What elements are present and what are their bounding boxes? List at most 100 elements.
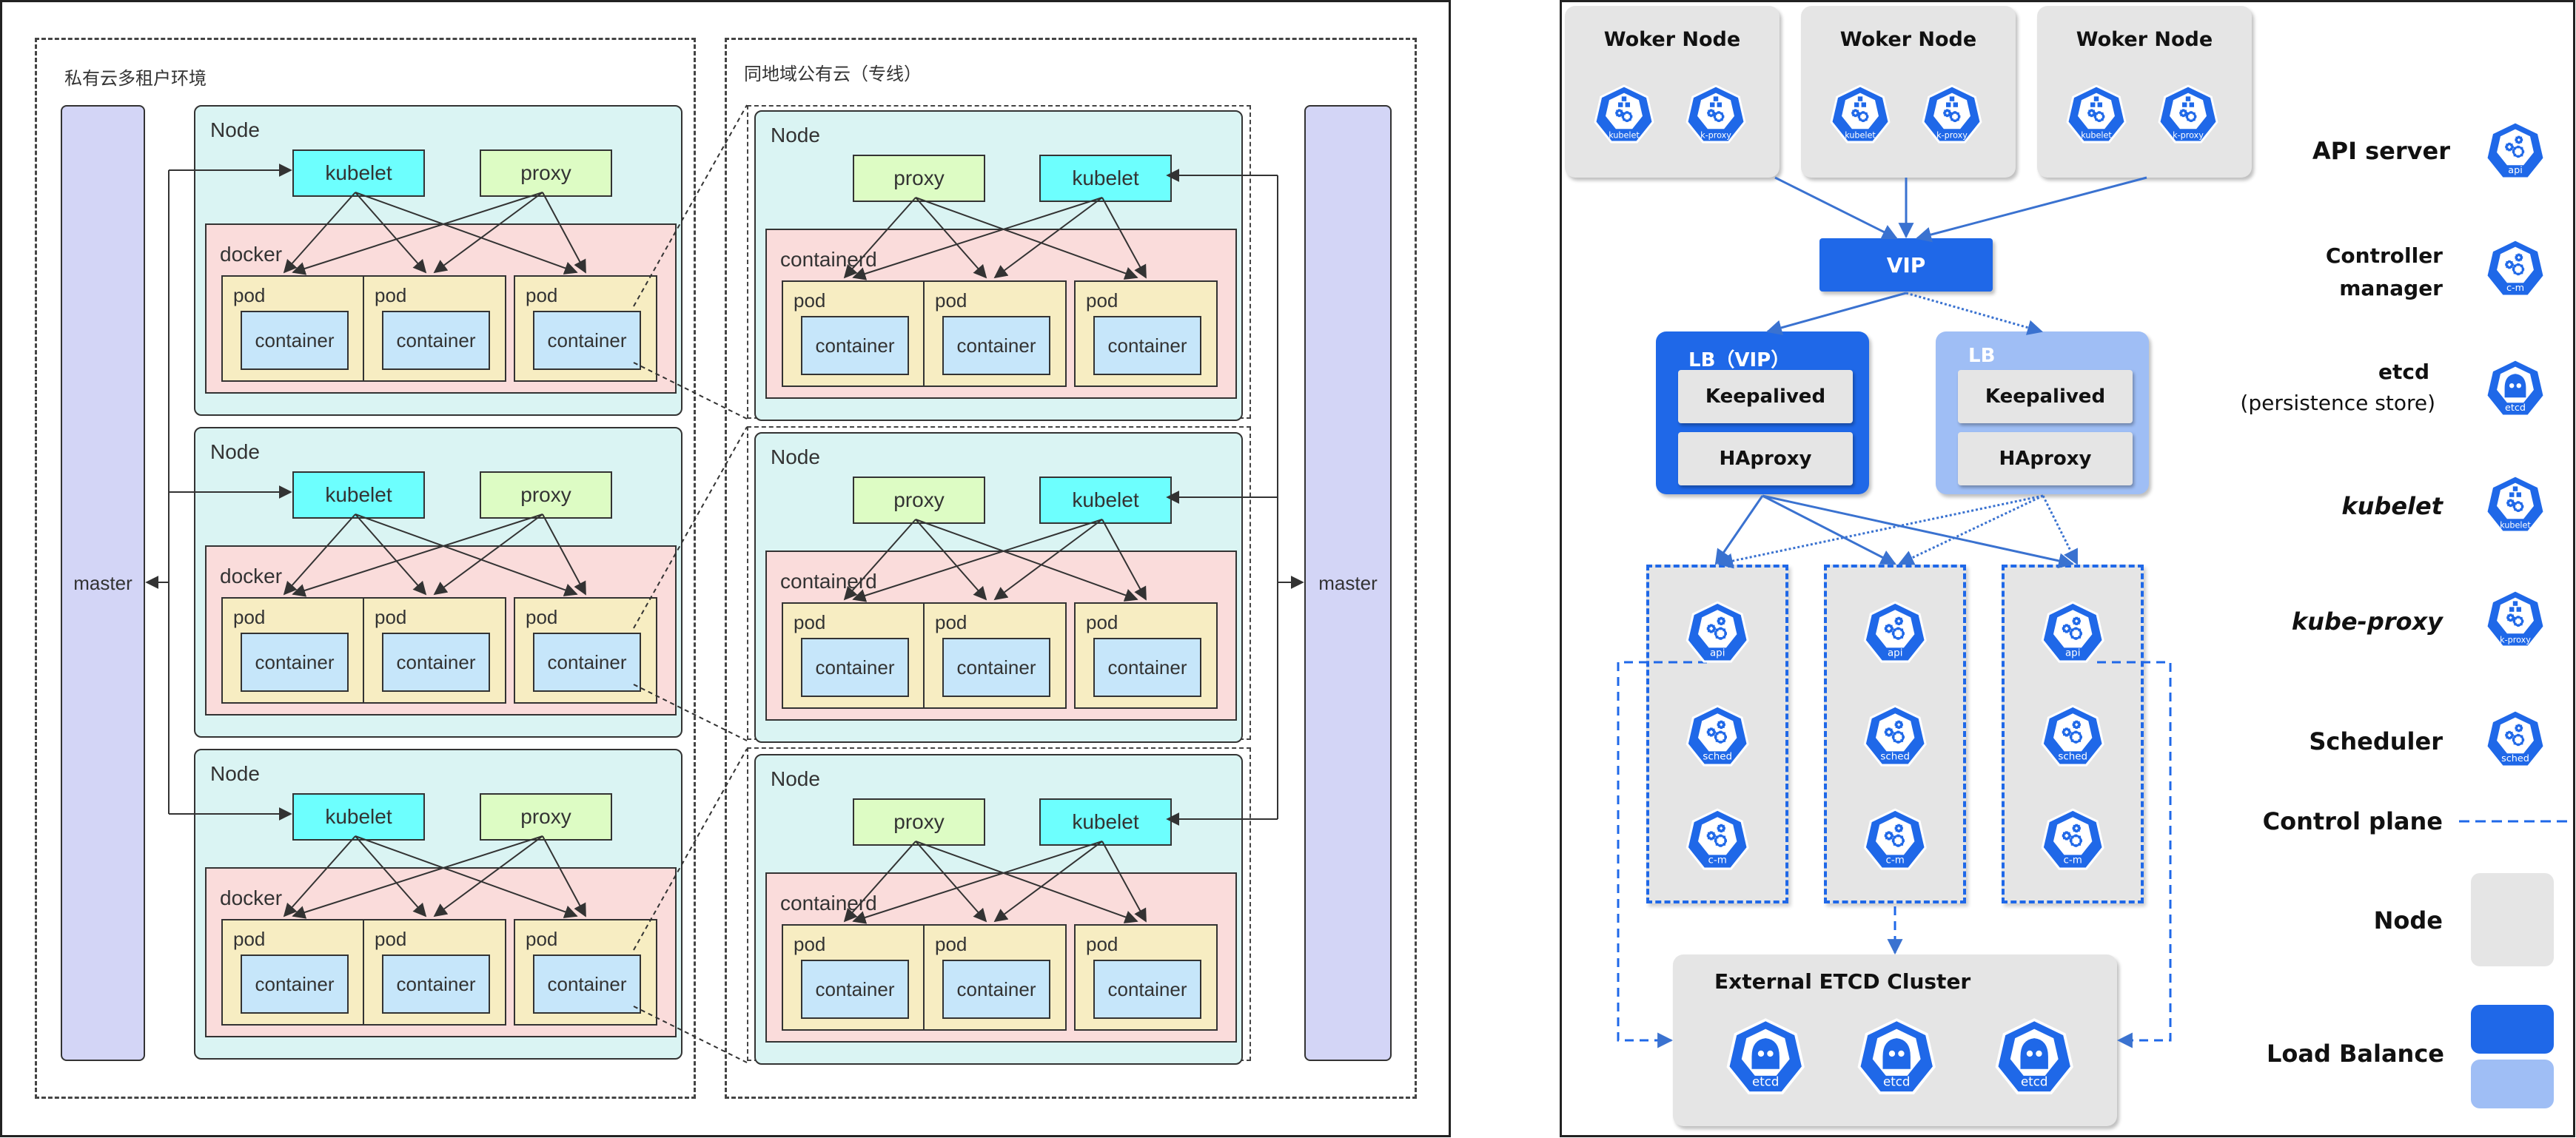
container-box: container xyxy=(533,954,641,1014)
kubelet-icon: kubelet xyxy=(2485,474,2546,533)
pod-box: pod container xyxy=(363,275,506,382)
legend-kubelet-label: kubelet xyxy=(2341,492,2443,520)
c-m-icon: c-m xyxy=(1863,808,1927,870)
svg-text:k-proxy: k-proxy xyxy=(1936,130,1968,140)
kubelet-box: kubelet xyxy=(292,149,425,197)
legend-cm-line1: Controller xyxy=(2325,243,2443,268)
legend-etcd-sub: (persistence store) xyxy=(2240,391,2435,415)
container-box: container xyxy=(801,960,909,1019)
master-label: master xyxy=(1318,571,1378,594)
pod-box: pod container xyxy=(221,597,365,704)
etcd-icon: etcd xyxy=(1995,1017,2073,1094)
svg-text:etcd: etcd xyxy=(2021,1074,2047,1088)
pod-box: pod container xyxy=(514,919,657,1026)
pod-label: pod xyxy=(935,933,967,955)
node-box: Node kubelet proxy containerd pod contai… xyxy=(754,110,1243,421)
container-box: container xyxy=(942,316,1050,375)
worker-node-title: Woker Node xyxy=(2076,28,2213,51)
svg-text:c-m: c-m xyxy=(2506,283,2524,294)
runtime-label: docker xyxy=(220,243,283,266)
kubelet-icon: kubelet xyxy=(2066,84,2127,144)
runtime-label: docker xyxy=(220,565,283,587)
kubelet-box: kubelet xyxy=(1039,155,1172,202)
etcd-icon: etcd xyxy=(1857,1017,1936,1094)
container-box: container xyxy=(241,633,349,692)
node-label: Node xyxy=(771,445,820,468)
node-box: Node kubelet proxy containerd pod contai… xyxy=(754,754,1243,1065)
legend-control-plane-label: Control plane xyxy=(2262,807,2443,835)
pod-box: pod container xyxy=(514,275,657,382)
svg-text:etcd: etcd xyxy=(1752,1074,1779,1088)
svg-text:etcd: etcd xyxy=(1883,1074,1910,1088)
private-cloud-label: 私有云多租户环境 xyxy=(64,68,207,89)
container-box: container xyxy=(533,311,641,370)
proxy-box: proxy xyxy=(853,155,985,202)
k-proxy-icon: k-proxy xyxy=(1922,84,1982,144)
lb-active: LB（VIP） Keepalived HAproxy xyxy=(1656,331,1869,494)
svg-text:k-proxy: k-proxy xyxy=(1700,130,1731,140)
pod-label: pod xyxy=(375,928,407,950)
api-icon: api xyxy=(2485,121,2546,180)
etcd-cluster-title: External ETCD Cluster xyxy=(1714,969,1971,994)
legend-lb-active-swatch xyxy=(2471,1005,2554,1054)
container-box: container xyxy=(1093,638,1201,697)
kubelet-icon: kubelet xyxy=(1594,84,1654,144)
svg-text:c-m: c-m xyxy=(1708,855,1726,866)
k-proxy-icon: k-proxy xyxy=(2485,589,2546,648)
svg-text:sched: sched xyxy=(2501,753,2529,764)
worker-node-box: Woker Node xyxy=(1801,6,2016,178)
runtime-label: docker xyxy=(220,886,283,909)
c-m-icon: c-m xyxy=(1686,808,1749,870)
svg-text:kubelet: kubelet xyxy=(1845,130,1876,140)
pod-box: pod container xyxy=(782,280,925,387)
node-box: Node kubelet proxy containerd pod contai… xyxy=(754,432,1243,743)
svg-text:api: api xyxy=(1888,647,1902,659)
public-master: master xyxy=(1304,105,1392,1061)
keepalived-box: Keepalived xyxy=(1678,370,1853,423)
sched-icon: sched xyxy=(2485,709,2546,768)
kubelet-box: kubelet xyxy=(1039,477,1172,524)
svg-text:etcd: etcd xyxy=(2505,403,2526,414)
legend-etcd-label: etcd (persistence store) xyxy=(2213,357,2435,419)
pod-box: pod container xyxy=(363,597,506,704)
legend-lb-standby-swatch xyxy=(2471,1060,2554,1108)
worker-node-title: Woker Node xyxy=(1839,28,1977,51)
pod-box: pod container xyxy=(514,597,657,704)
c-m-icon: c-m xyxy=(2041,808,2104,870)
k-proxy-icon: k-proxy xyxy=(1686,84,1746,144)
pod-box: pod container xyxy=(221,919,365,1026)
pod-box: pod container xyxy=(363,919,506,1026)
legend-load-balance-label: Load Balance xyxy=(2266,1040,2444,1068)
pod-label: pod xyxy=(233,606,266,628)
proxy-box: proxy xyxy=(853,477,985,524)
keepalived-box: Keepalived xyxy=(1958,370,2133,423)
svg-text:k-proxy: k-proxy xyxy=(2500,635,2531,644)
legend-api-server-label: API server xyxy=(2312,137,2450,165)
sched-icon: sched xyxy=(2041,704,2104,767)
pod-box: pod container xyxy=(782,602,925,709)
proxy-box: proxy xyxy=(480,793,612,841)
etcd-icon: etcd xyxy=(1726,1017,1805,1094)
container-box: container xyxy=(382,633,490,692)
pod-label: pod xyxy=(1086,289,1118,312)
svg-text:sched: sched xyxy=(1880,751,1910,762)
legend-cm-line2: manager xyxy=(2339,276,2443,300)
svg-text:api: api xyxy=(2508,165,2523,176)
svg-text:c-m: c-m xyxy=(1885,855,1904,866)
proxy-box: proxy xyxy=(480,471,612,519)
lb-active-title: LB（VIP） xyxy=(1688,349,1791,371)
pod-label: pod xyxy=(935,611,967,633)
sched-icon: sched xyxy=(1686,704,1749,767)
svg-text:api: api xyxy=(2065,647,2080,659)
pod-label: pod xyxy=(526,928,558,950)
node-label: Node xyxy=(771,124,820,147)
k-proxy-icon: k-proxy xyxy=(2158,84,2218,144)
node-label: Node xyxy=(210,118,260,141)
container-box: container xyxy=(1093,316,1201,375)
